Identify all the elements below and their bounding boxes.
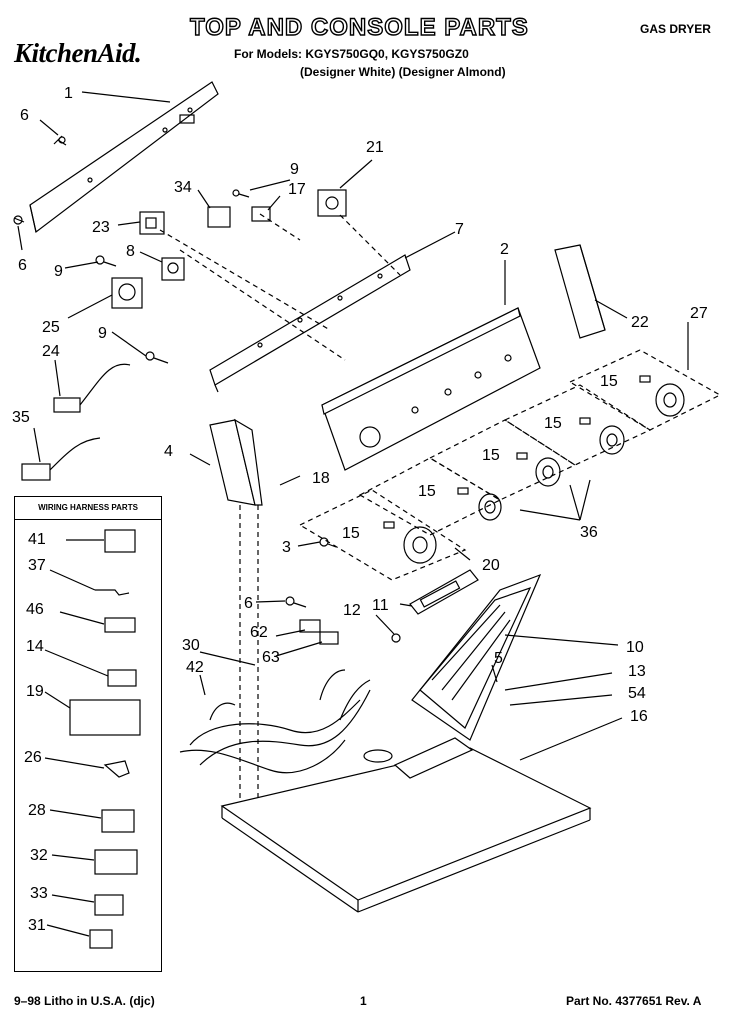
- part-screws: [13, 135, 401, 643]
- callout-13: 13: [628, 663, 646, 680]
- part-left-end-cap: [209, 418, 263, 506]
- callout-16: 16: [630, 708, 648, 725]
- product-type: GAS DRYER: [640, 22, 711, 36]
- callout-6a: 6: [20, 107, 29, 124]
- callout-41: 41: [28, 531, 46, 548]
- callout-26: 26: [24, 749, 42, 766]
- leader-lines: [17, 91, 689, 937]
- callout-9a: 9: [290, 161, 299, 178]
- callout-9c: 9: [98, 325, 107, 342]
- callout-31: 31: [28, 917, 46, 934]
- callout-12: 12: [343, 602, 361, 619]
- part-knobs: [383, 375, 685, 564]
- callout-6c: 6: [244, 595, 253, 612]
- wiring-harness-box: [14, 496, 162, 972]
- callout-36: 36: [580, 524, 598, 541]
- dashed-guides: [159, 213, 722, 820]
- part-lint-housing: [393, 573, 542, 779]
- harness-box-parts: [69, 529, 141, 949]
- callout-24: 24: [42, 343, 60, 360]
- model-variants: (Designer White) (Designer Almond): [300, 65, 506, 79]
- callout-23: 23: [92, 219, 110, 236]
- callout-4: 4: [164, 443, 173, 460]
- callout-35: 35: [12, 409, 30, 426]
- part-rear-panel: [29, 81, 219, 234]
- callout-34: 34: [174, 179, 192, 196]
- part-console: [321, 307, 541, 471]
- callout-1: 1: [64, 85, 73, 102]
- callout-28: 28: [28, 802, 46, 819]
- callout-42: 42: [186, 659, 204, 676]
- callout-21: 21: [366, 139, 384, 156]
- callout-5: 5: [494, 650, 503, 667]
- callout-27: 27: [690, 305, 708, 322]
- callout-22: 22: [631, 314, 649, 331]
- callout-2: 2: [500, 241, 509, 258]
- callout-7: 7: [455, 221, 464, 238]
- callout-46: 46: [26, 601, 44, 618]
- callout-9b: 9: [54, 263, 63, 280]
- part-console-bracket: [209, 254, 411, 393]
- callout-6b: 6: [18, 257, 27, 274]
- part-switches: [111, 189, 347, 309]
- callout-30: 30: [182, 637, 200, 654]
- callout-15a: 15: [600, 373, 618, 390]
- callout-19: 19: [26, 683, 44, 700]
- callout-3: 3: [282, 539, 291, 556]
- callout-labels: 1 2 3 4 5 6 6 6 7 8 9 9 9 10 11 12 13 14…: [12, 85, 708, 934]
- wiring-harness-title: WIRING HARNESS PARTS: [14, 496, 162, 520]
- brand-logo: KitchenAid.: [14, 38, 142, 68]
- callout-15b: 15: [544, 415, 562, 432]
- callout-11: 11: [372, 597, 389, 614]
- callout-37: 37: [28, 557, 46, 574]
- model-numbers: For Models: KGYS750GQ0, KGYS750GZ0: [234, 47, 469, 61]
- callout-20: 20: [482, 557, 500, 574]
- callout-63: 63: [262, 649, 280, 666]
- callout-33: 33: [30, 885, 48, 902]
- footer-printing: 9–98 Litho in U.S.A. (djc): [14, 994, 155, 1008]
- part-wiring-harness: [179, 619, 371, 774]
- callout-15c: 15: [482, 447, 500, 464]
- callout-8: 8: [126, 243, 135, 260]
- part-lint-grille: [409, 569, 479, 615]
- footer-part-number: Part No. 4377651 Rev. A: [566, 994, 702, 1008]
- callout-15e: 15: [342, 525, 360, 542]
- callout-10: 10: [626, 639, 644, 656]
- callout-62: 62: [250, 624, 268, 641]
- page-title: TOP AND CONSOLE PARTS: [189, 13, 529, 41]
- callout-54: 54: [628, 685, 646, 702]
- callout-17: 17: [288, 181, 306, 198]
- part-end-cap: [554, 244, 606, 339]
- part-connectors: [21, 363, 131, 481]
- callout-14: 14: [26, 638, 44, 655]
- footer-page-number: 1: [360, 994, 367, 1008]
- part-top-panel: [220, 747, 592, 913]
- callout-18: 18: [312, 470, 330, 487]
- callout-32: 32: [30, 847, 48, 864]
- callout-25: 25: [42, 319, 60, 336]
- callout-15d: 15: [418, 483, 436, 500]
